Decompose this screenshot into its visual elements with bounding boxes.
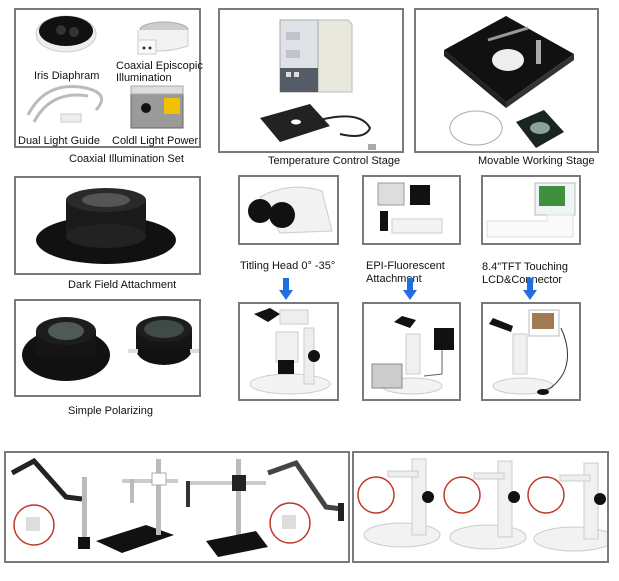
iris-diaphragm-image: [35, 15, 97, 53]
articulating-arm-stand-right: [267, 459, 344, 521]
down-arrow-icon: [279, 278, 293, 300]
coaxial-episcopic-label: Coaxial Episcopic: [116, 60, 203, 72]
focus-stand-3: [533, 462, 607, 552]
microscope-epi-fluorescent-image: [371, 316, 454, 395]
tilting-head-caption: Titling Head 0° -35°: [240, 260, 336, 272]
focus-stand-options-image: [357, 458, 607, 552]
epi-fluorescent-image: [377, 182, 443, 234]
coaxial-episcopic-image: [137, 21, 189, 55]
boom-stand-single: [96, 459, 178, 553]
dark-field-attachment-panel: [14, 176, 201, 275]
tft-lcd-image: [486, 182, 576, 238]
cold-light-power-image: [130, 85, 184, 129]
tft-lcd-caption-line2: LCD&Connector: [482, 274, 563, 286]
down-arrow-icon: [403, 278, 417, 300]
cold-light-power-label: Coldl Light Power: [112, 135, 199, 147]
tilting-head-image: [248, 186, 333, 234]
epi-fluorescent-panel: [362, 175, 461, 245]
illumination-label: Illumination: [116, 72, 172, 84]
coaxial-illumination-set-caption: Coaxial Illumination Set: [69, 153, 184, 165]
microscope-tft-lcd-image: [489, 309, 568, 395]
tilting-head-panel: [238, 175, 339, 245]
movable-stage-image: [444, 16, 574, 148]
simple-polarizing-image: [22, 316, 199, 381]
temperature-control-stage-caption: Temperature Control Stage: [268, 155, 401, 167]
boom-stand-double: [186, 459, 268, 557]
highlight-circle: [269, 502, 311, 544]
simple-polarizing-panel: [14, 299, 201, 397]
coaxial-illumination-set-panel: Iris Diaphram Coaxial Episcopic Illumina…: [14, 8, 203, 148]
dark-field-attachment-image: [36, 188, 176, 264]
highlight-circle: [357, 476, 395, 514]
down-arrow-icon: [523, 278, 537, 300]
simple-polarizing-caption: Simple Polarizing: [68, 405, 153, 417]
coaxial-illumination-illustration: [26, 15, 189, 129]
microscope-tilting-head-image: [249, 308, 331, 395]
highlight-circle: [443, 476, 481, 514]
focus-stand-options-panel: [352, 451, 609, 563]
temperature-control-stage-panel: [218, 8, 404, 153]
movable-working-stage-caption: Movable Working Stage: [478, 155, 595, 167]
highlight-circle: [527, 476, 565, 514]
focus-stand-1: [363, 458, 441, 548]
iris-diaphram-label: Iris Diaphram: [34, 70, 100, 82]
dark-field-attachment-caption: Dark Field Attachment: [68, 279, 177, 291]
microscope-epi-fluorescent-panel: [362, 302, 461, 401]
dual-light-guide-label: Dual Light Guide: [18, 135, 100, 147]
dual-light-guide-image: [26, 85, 104, 123]
microscope-tft-lcd-panel: [481, 302, 581, 401]
focus-stand-2: [449, 460, 527, 550]
detail-inset: [282, 515, 296, 529]
tft-lcd-caption-line1: 8.4"TFT Touching: [482, 261, 569, 273]
microscope-tilting-head-panel: [238, 302, 339, 401]
detail-inset: [26, 517, 40, 531]
movable-working-stage-panel: [414, 8, 599, 153]
stand-options-panel: [4, 451, 350, 563]
stand-options-image: [10, 457, 344, 557]
epi-fluorescent-caption-line1: EPI-Fluorescent: [366, 260, 445, 272]
tft-lcd-panel: [481, 175, 581, 245]
temperature-controller-image: [260, 19, 376, 150]
articulating-arm-stand-left: [10, 457, 90, 549]
highlight-circle: [13, 504, 55, 546]
